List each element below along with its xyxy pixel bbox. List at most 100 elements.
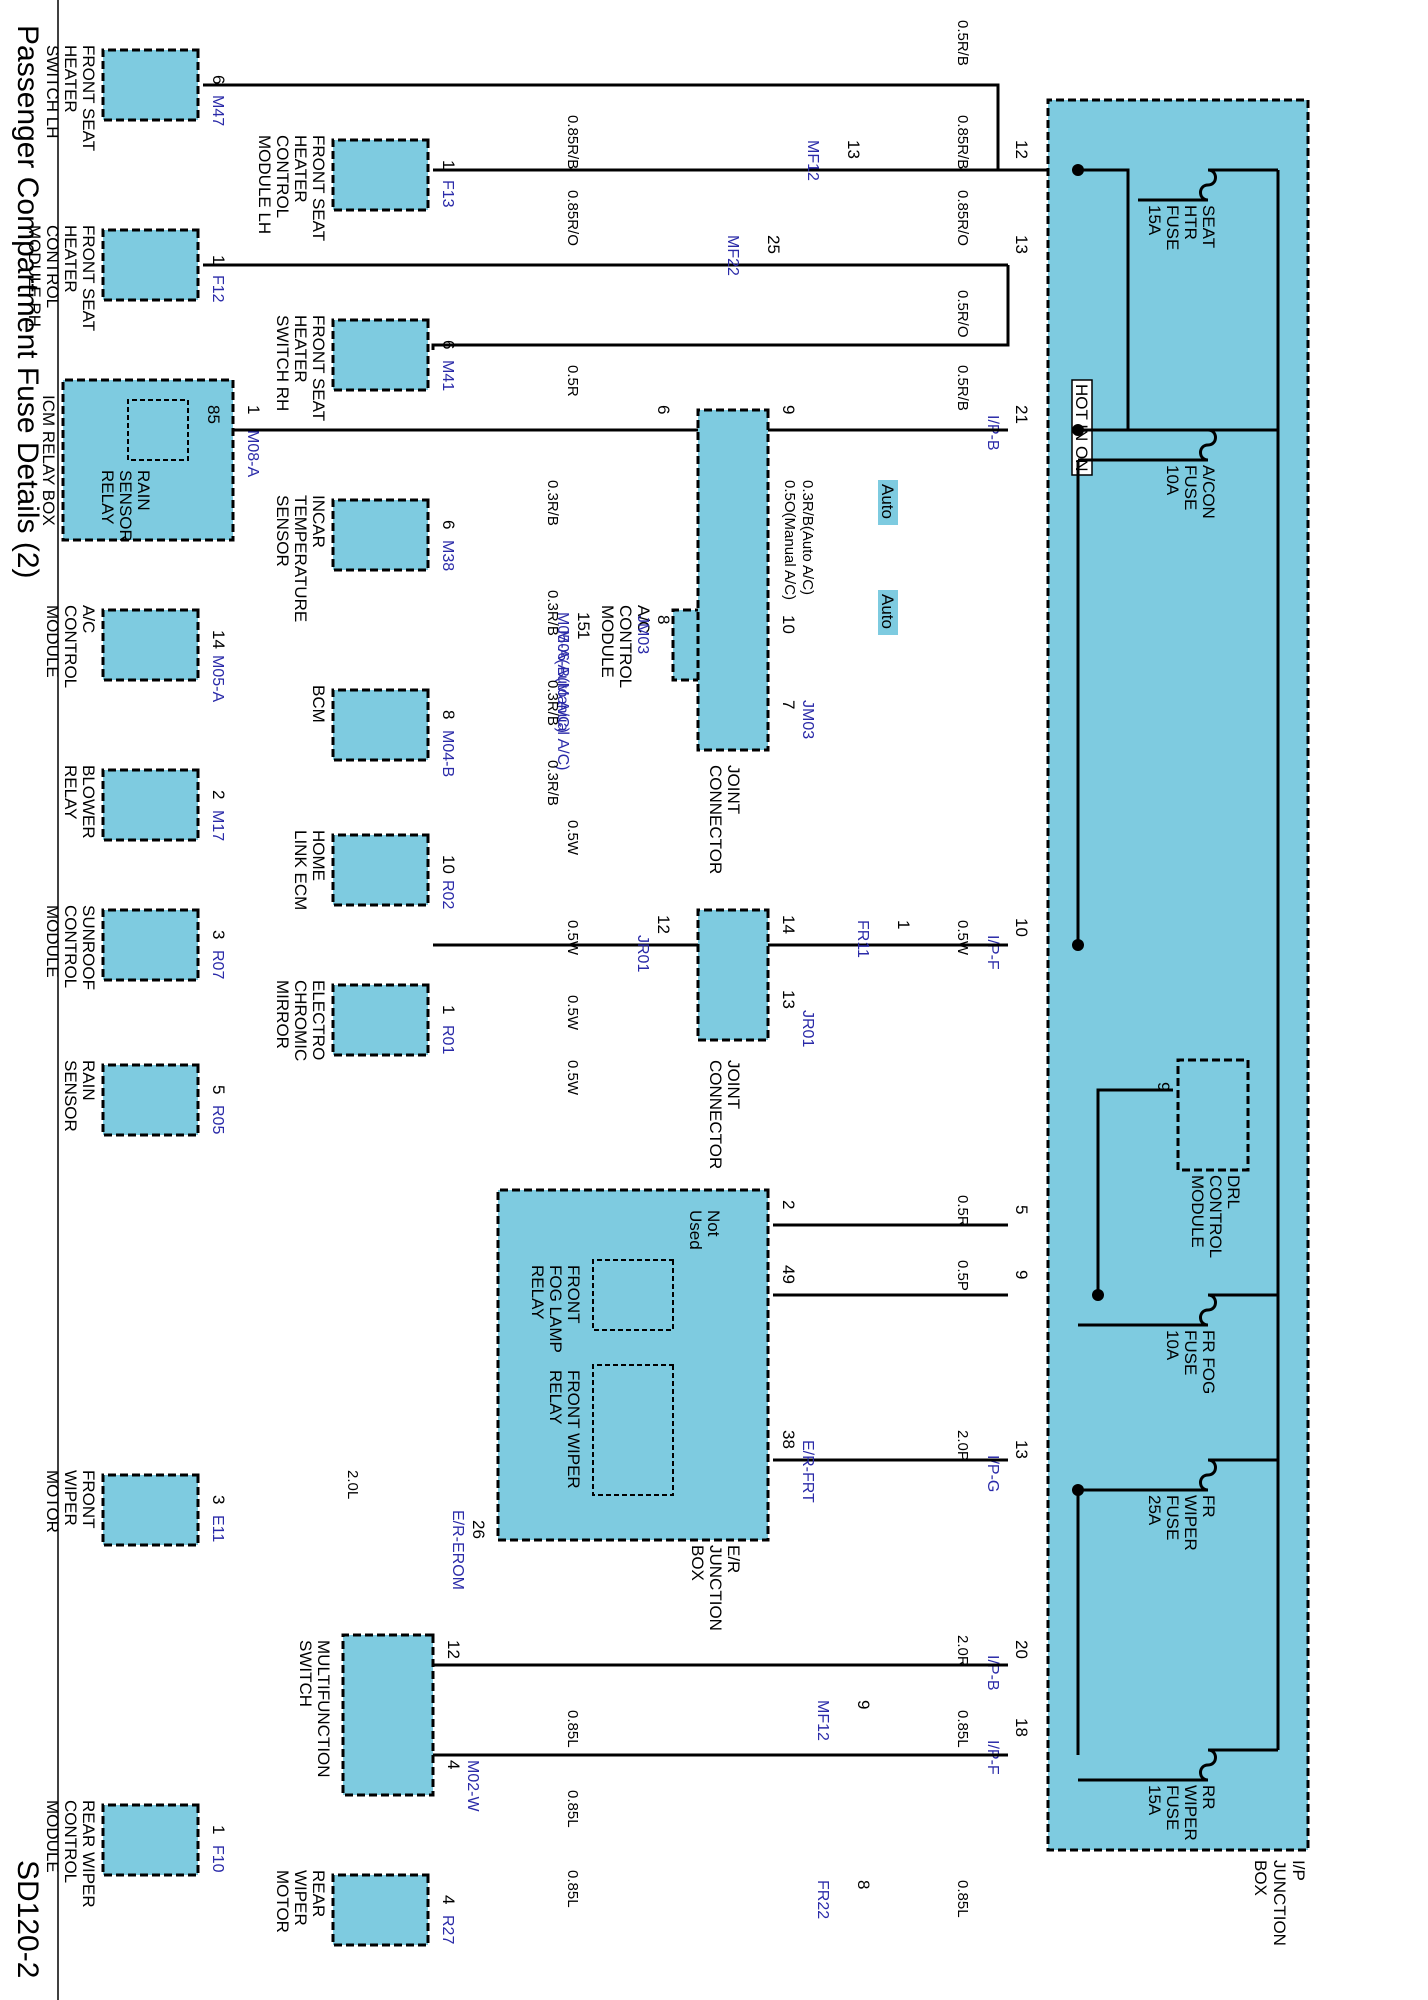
svg-text:BOX: BOX [1251,1860,1270,1896]
wiper-relay-box [592,1364,674,1496]
svg-text:I/P-F: I/P-F [984,1740,1001,1775]
svg-text:WIPER: WIPER [61,1470,80,1526]
fuse-seat-htr: SEAT HTR FUSE 15A [1138,168,1278,250]
svg-text:0.85R/O: 0.85R/O [564,190,581,246]
svg-text:0.5W: 0.5W [564,995,581,1031]
fog-relay-box [592,1259,674,1331]
joint2-label: JOINT CONNECTOR [706,1060,743,1169]
wiper-relay-label: FRONT WIPER RELAY [546,1370,583,1489]
svg-text:M05-A: M05-A [209,655,226,702]
svg-text:8: 8 [439,710,458,719]
joint1-conns: JM03 JM03 [634,615,816,739]
svg-text:JR01: JR01 [634,935,651,972]
svg-text:10: 10 [1012,918,1031,937]
svg-text:BCM: BCM [309,685,328,723]
svg-text:R01: R01 [439,1025,456,1054]
icm-relay-label: RAIN SENSOR RELAY [98,470,153,542]
svg-text:1: 1 [209,255,228,264]
top-wire-labels: 0.5R/B 0.85R/B 0.85R/O 0.5R/O 0.5R/B 0.5… [954,20,971,1918]
svg-text:MODULE: MODULE [43,905,62,978]
svg-text:TEMPERATURE: TEMPERATURE [291,495,310,622]
svg-text:FUSE: FUSE [1163,205,1182,250]
svg-text:21: 21 [1012,405,1031,424]
wiring [203,83,1048,1757]
svg-text:FUSE: FUSE [1181,465,1200,510]
svg-text:M17: M17 [209,810,226,841]
svg-text:1: 1 [244,405,263,414]
svg-text:CHROMIC: CHROMIC [291,980,310,1061]
auto-badge-1 [878,480,898,525]
svg-text:25: 25 [764,235,783,254]
svg-text:9: 9 [779,405,798,414]
svg-text:SWITCH LH: SWITCH LH [43,45,62,139]
svg-text:CONTROL: CONTROL [61,905,80,988]
svg-text:SEAT: SEAT [1199,205,1218,248]
svg-text:9: 9 [854,1700,873,1709]
drl-label: DRL CONTROL MODULE [1188,1175,1243,1258]
svg-text:JUNCTION: JUNCTION [706,1545,725,1631]
drl-pin: 9 [1154,1082,1173,1091]
svg-text:HEATER: HEATER [291,135,310,203]
wire-switch-rh [431,265,1010,350]
svg-text:FUSE: FUSE [1181,1330,1200,1375]
svg-text:0.3R/B: 0.3R/B [544,480,561,526]
svg-text:R27: R27 [439,1915,456,1944]
svg-text:9: 9 [1012,1270,1031,1279]
svg-text:CONNECTOR: CONNECTOR [706,765,725,874]
svg-text:5: 5 [1012,1205,1031,1214]
svg-text:JUNCTION: JUNCTION [1270,1860,1289,1946]
svg-text:JOINT: JOINT [724,1060,743,1109]
svg-text:HEATER: HEATER [291,315,310,383]
svg-text:0.3R/B: 0.3R/B [544,590,561,636]
er-box-not-used: Not Used [686,1210,723,1250]
svg-text:CONTROL: CONTROL [616,605,635,688]
icm-label: ICM RELAY BOX [39,395,58,526]
svg-text:MODULE: MODULE [43,1800,62,1873]
svg-text:M08-A: M08-A [244,430,261,477]
svg-text:F12: F12 [209,275,226,303]
svg-text:10A: 10A [1163,1330,1182,1361]
svg-text:A/CON: A/CON [1199,465,1218,519]
svg-text:CONTROL: CONTROL [43,225,62,308]
joint2-conns: JR01 JR01 [634,935,816,1047]
svg-text:12: 12 [444,1640,463,1659]
svg-text:F13: F13 [439,180,456,208]
front-wiper-motor [101,1473,200,1547]
sunroof-control-module [101,908,200,982]
svg-text:REAR WIPER: REAR WIPER [79,1800,98,1908]
svg-text:85: 85 [204,405,223,424]
svg-text:8: 8 [854,1880,873,1889]
svg-text:20: 20 [1012,1640,1031,1659]
svg-text:0.3R/B: 0.3R/B [544,760,561,806]
svg-text:SUNROOF: SUNROOF [79,905,98,990]
ac-module-label: A/C CONTROL MODULE [598,605,653,688]
svg-text:0.5W: 0.5W [564,820,581,856]
svg-text:13: 13 [844,140,863,159]
svg-text:1: 1 [439,160,458,169]
svg-text:R07: R07 [209,950,226,979]
svg-text:MODULE: MODULE [1188,1175,1207,1248]
electro-chromic-mirror [331,983,430,1057]
front-seat-heater-module-rh [101,228,200,302]
svg-text:0.5R: 0.5R [564,365,581,397]
svg-text:MF12: MF12 [814,1700,831,1741]
svg-text:FUSE: FUSE [1163,1785,1182,1830]
svg-text:0.85L: 0.85L [564,1870,581,1908]
svg-text:MULTIFUNCTION: MULTIFUNCTION [314,1640,333,1778]
svg-text:15A: 15A [1145,205,1164,236]
rear-wiper-motor [331,1873,430,1947]
svg-text:12: 12 [1012,140,1031,159]
svg-text:0.85L: 0.85L [954,1710,971,1748]
svg-text:BOX: BOX [688,1545,707,1581]
joint1-pins: 9 6 10 8 7 [654,405,798,709]
ip-junction-box [1046,98,1310,1852]
svg-text:1: 1 [574,630,593,639]
svg-text:E/R-EROM: E/R-EROM [449,1510,466,1590]
svg-text:49: 49 [779,1265,798,1284]
ac-control-module-left [101,608,200,682]
svg-text:FR: FR [1199,1495,1218,1518]
svg-text:MODULE RH: MODULE RH [25,225,44,327]
svg-text:25A: 25A [1145,1495,1164,1526]
splice [1072,1484,1084,1496]
svg-text:JR01: JR01 [799,1010,816,1047]
